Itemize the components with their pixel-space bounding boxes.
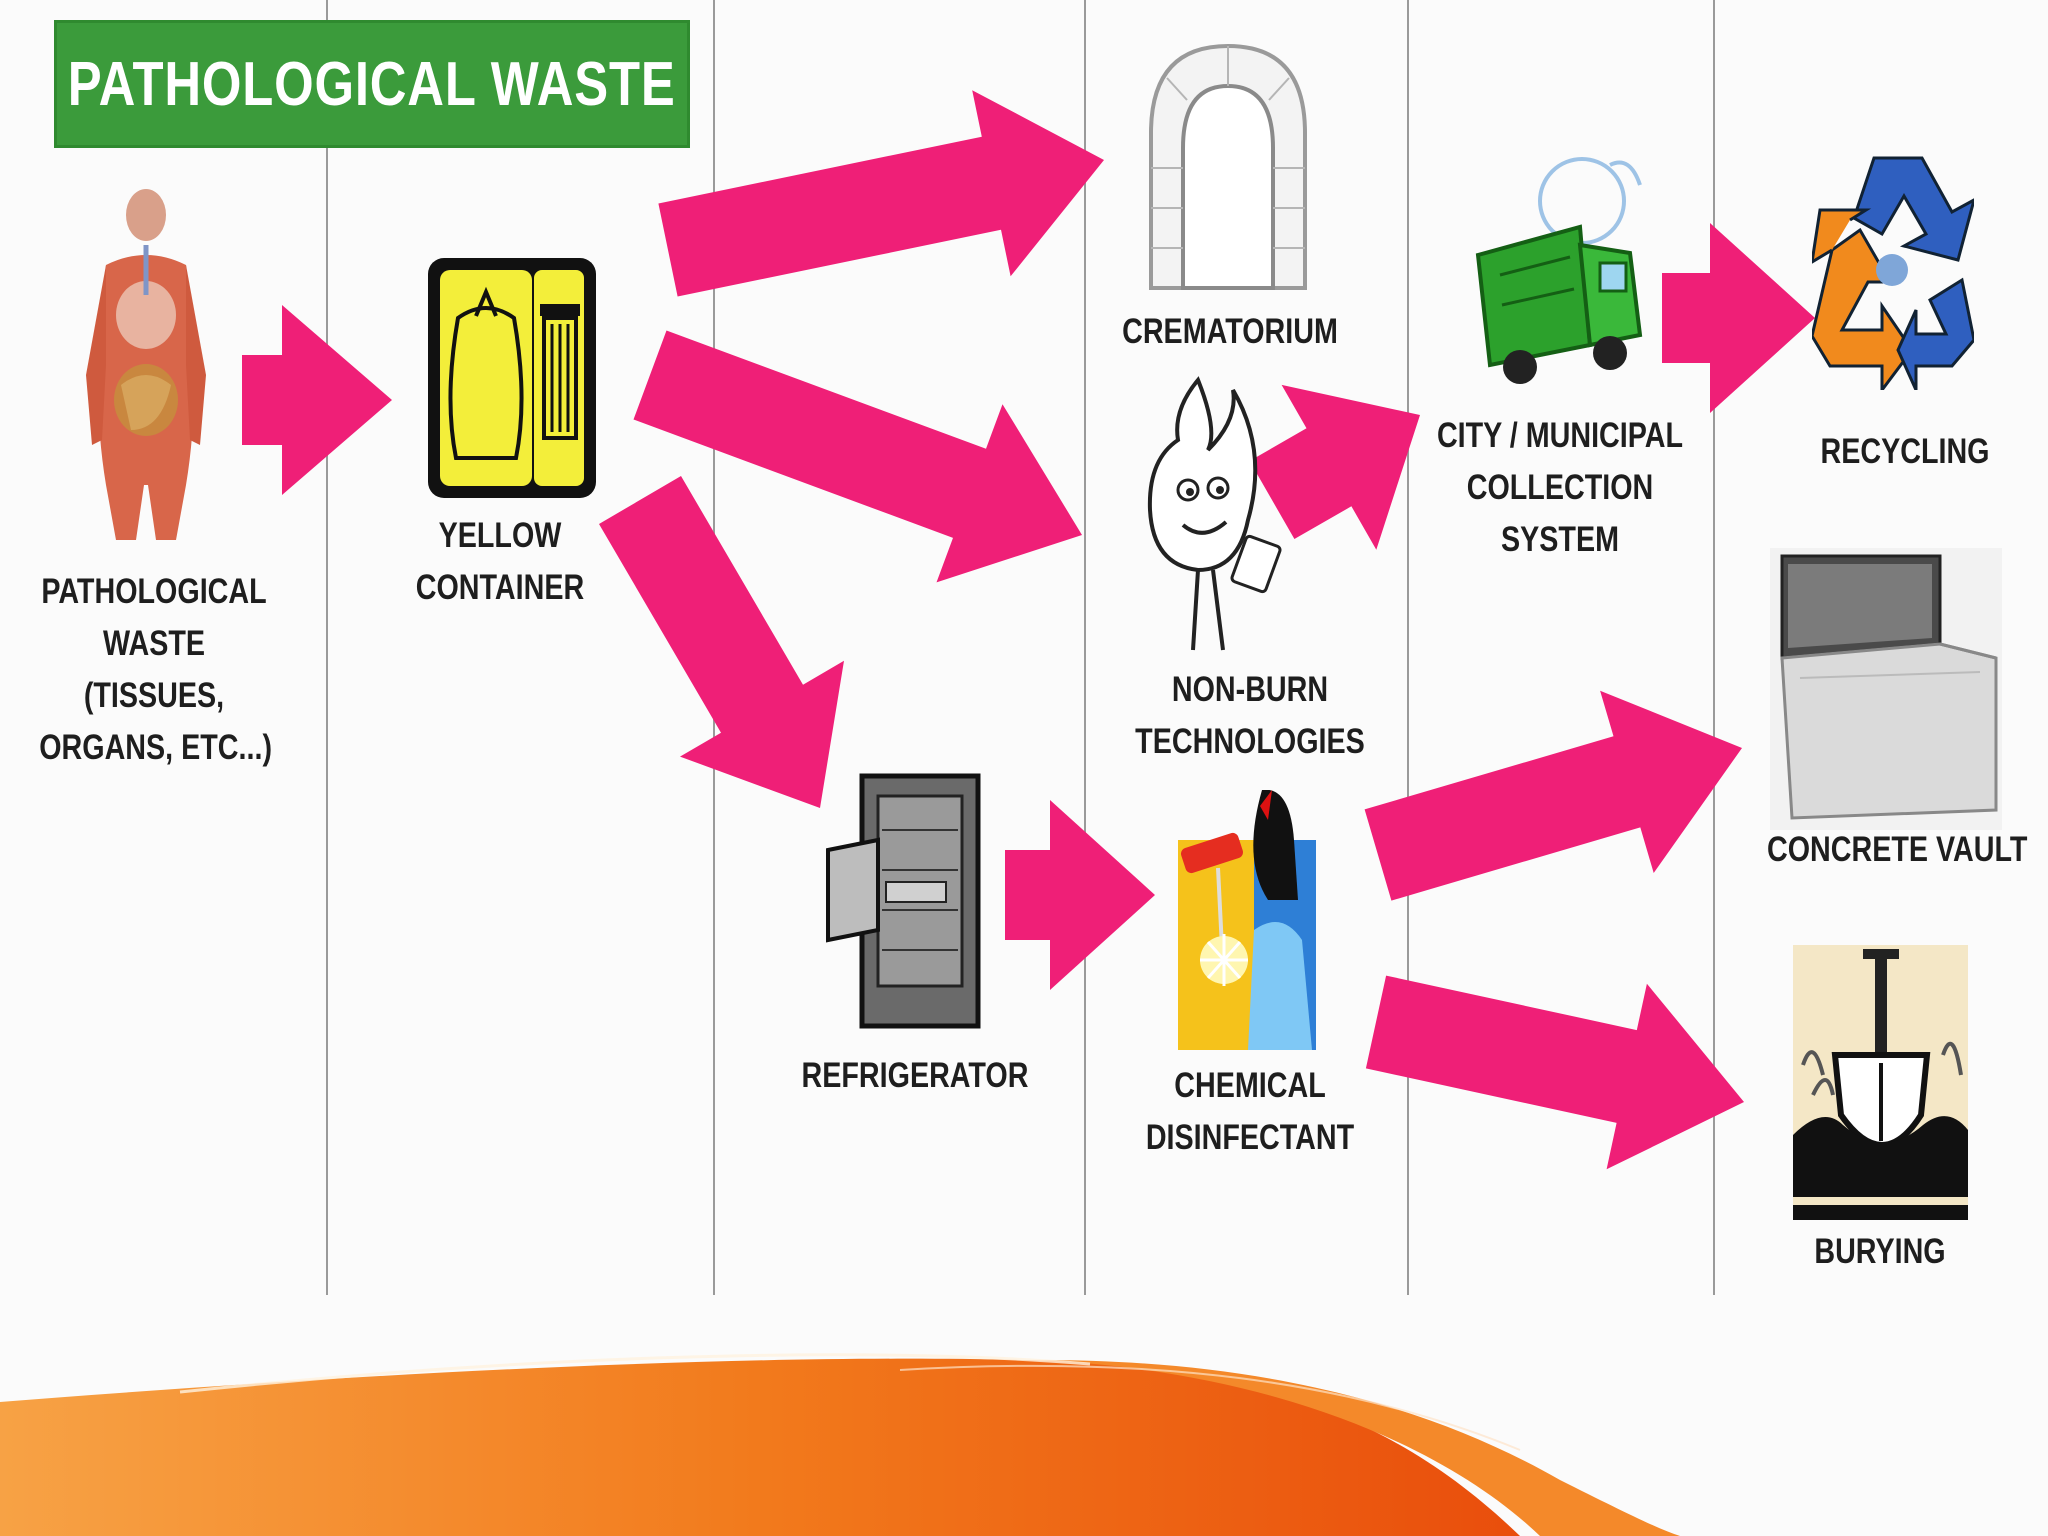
label-line: YELLOW bbox=[438, 516, 562, 555]
flame-character-icon bbox=[1147, 376, 1282, 651]
label-refrigerator: REFRIGERATOR bbox=[796, 1050, 1034, 1102]
human-anatomy-icon bbox=[86, 189, 206, 540]
label-line: WASTE bbox=[102, 624, 206, 663]
label-line: ORGANS, ETC...) bbox=[39, 728, 273, 767]
label-line: SYSTEM bbox=[1500, 520, 1620, 559]
diagram-title-box: PATHOLOGICAL WASTE bbox=[54, 20, 690, 148]
diagram-title: PATHOLOGICAL WASTE bbox=[68, 49, 676, 119]
garbage-truck-icon bbox=[1475, 157, 1643, 384]
refrigerator-icon bbox=[826, 773, 981, 1029]
arrow-non-burn-to-city bbox=[1249, 384, 1420, 550]
chemical-pouring-icon bbox=[1178, 790, 1316, 1050]
arrow-chemical-to-burying bbox=[1365, 975, 1744, 1170]
wave-orange-band bbox=[0, 1358, 1520, 1536]
label-line: COLLECTION bbox=[1466, 468, 1654, 507]
column-divider bbox=[1084, 0, 1086, 1295]
label-line: CITY / MUNICIPAL bbox=[1436, 416, 1684, 455]
column-divider bbox=[326, 0, 328, 1295]
label-crematorium: CREMATORIUM bbox=[1115, 306, 1345, 358]
arrow-yellow-container-to-non-burn bbox=[633, 330, 1082, 583]
label-burying: BURYING bbox=[1782, 1226, 1979, 1278]
label-line: CREMATORIUM bbox=[1122, 312, 1338, 351]
label-line: REFRIGERATOR bbox=[801, 1056, 1029, 1095]
label-line: CONTAINER bbox=[415, 568, 585, 607]
label-line: BURYING bbox=[1814, 1232, 1946, 1271]
label-line: DISINFECTANT bbox=[1145, 1118, 1355, 1157]
label-yellow-container: YELLOW CONTAINER bbox=[402, 510, 599, 614]
label-line: NON-BURN bbox=[1171, 670, 1329, 709]
arrow-yellow-container-to-refrigerator bbox=[599, 476, 844, 808]
arrow-pathological-waste-to-yellow-container bbox=[242, 305, 392, 495]
wave-highlight-line bbox=[179, 1353, 1091, 1394]
crematorium-arch-icon bbox=[1149, 43, 1307, 290]
label-line: TECHNOLOGIES bbox=[1135, 722, 1365, 761]
label-recycling: RECYCLING bbox=[1803, 426, 2008, 478]
label-line: CONCRETE VAULT bbox=[1767, 830, 2028, 869]
concrete-vault-icon bbox=[1770, 548, 2002, 830]
column-divider bbox=[1713, 0, 1715, 1295]
arrow-chemical-to-concrete-vault bbox=[1364, 690, 1742, 901]
wave-highlight-line-2 bbox=[899, 1364, 1521, 1451]
label-line: (TISSUES, bbox=[83, 676, 225, 715]
arrow-yellow-container-to-crematorium bbox=[658, 90, 1104, 297]
yellow-bag-container-icon bbox=[428, 258, 596, 498]
label-concrete-vault: CONCRETE VAULT bbox=[1767, 824, 2028, 876]
label-city-municipal: CITY / MUNICIPAL COLLECTION SYSTEM bbox=[1429, 410, 1691, 566]
recycling-icon bbox=[1812, 156, 1974, 390]
label-non-burn: NON-BURN TECHNOLOGIES bbox=[1127, 664, 1373, 768]
arrow-refrigerator-to-chemical bbox=[1005, 800, 1155, 990]
label-pathological-waste: PATHOLOGICAL WASTE (TISSUES, ORGANS, ETC… bbox=[39, 566, 273, 774]
label-chemical: CHEMICAL DISINFECTANT bbox=[1127, 1060, 1373, 1164]
wave-orange-right bbox=[1040, 1360, 2048, 1536]
arrow-city-to-recycling bbox=[1662, 223, 1815, 413]
column-divider bbox=[1407, 0, 1409, 1295]
label-line: RECYCLING bbox=[1820, 432, 1990, 471]
label-line: PATHOLOGICAL bbox=[41, 572, 267, 611]
shovel-burying-icon bbox=[1793, 945, 1968, 1220]
label-line: CHEMICAL bbox=[1174, 1066, 1326, 1105]
